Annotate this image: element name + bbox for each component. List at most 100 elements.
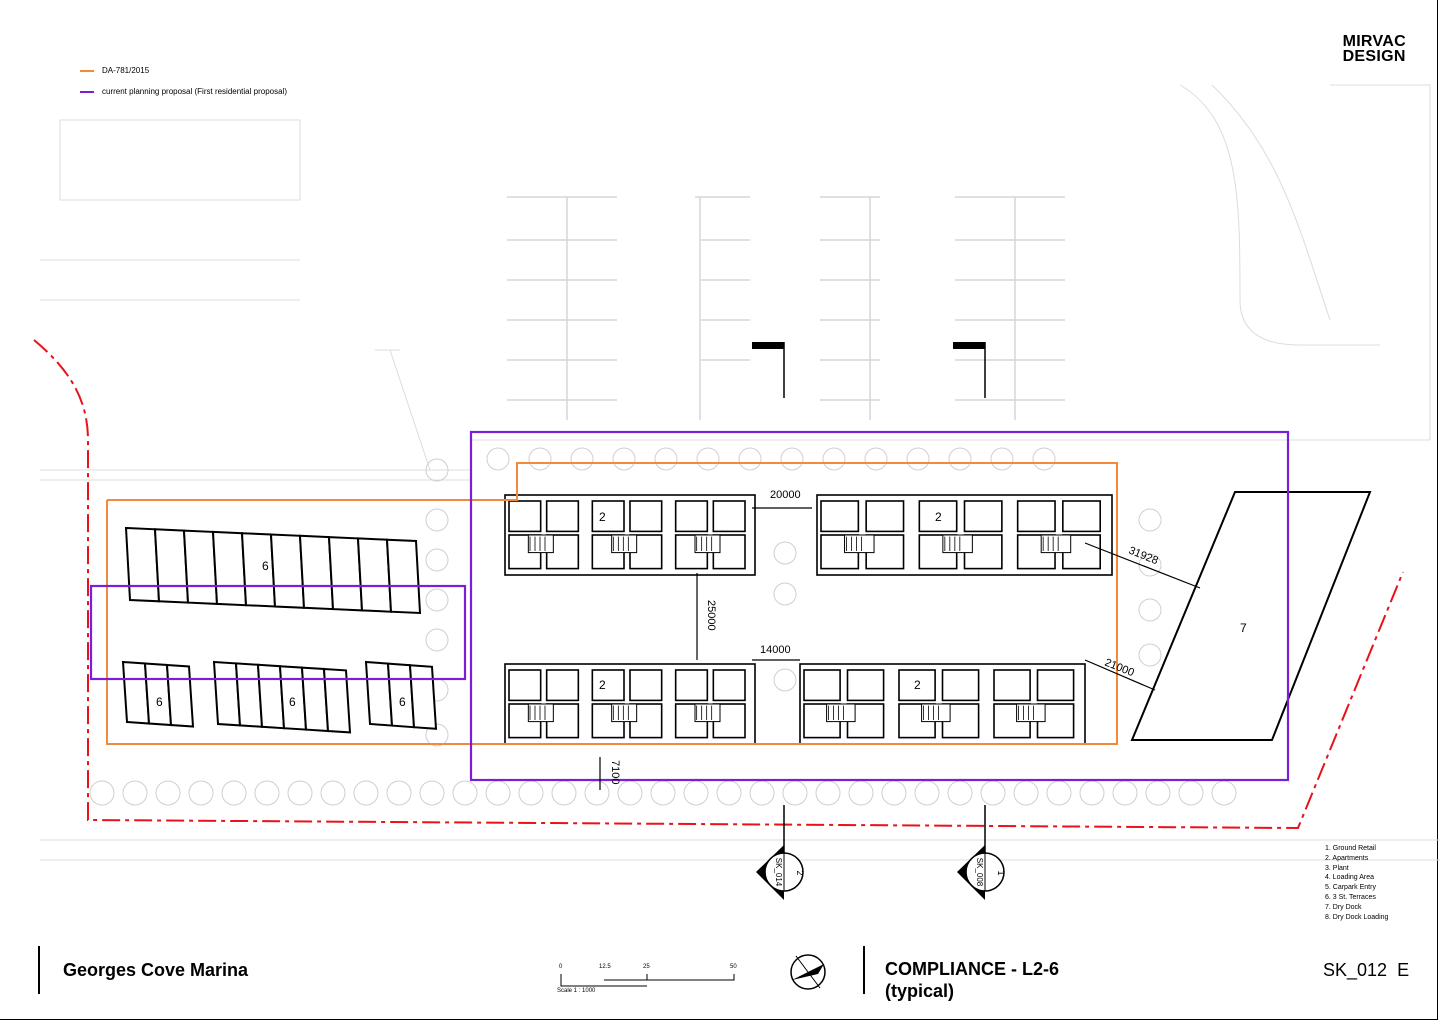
apartment-unit — [1016, 500, 1056, 533]
apartment-unit — [941, 669, 980, 702]
stair-core — [694, 534, 721, 554]
street-tree — [782, 780, 808, 806]
terrace-unit — [322, 667, 352, 734]
street-tree — [584, 780, 610, 806]
terrace-labels: 6 6 6 6 — [156, 559, 406, 709]
street-tree — [738, 447, 762, 471]
terrace-unit — [385, 538, 422, 615]
terrace-unit — [165, 663, 195, 728]
title-divider — [863, 946, 865, 994]
dry-dock-label: 7 — [1240, 621, 1247, 635]
street-tree — [822, 447, 846, 471]
apartment-unit — [545, 669, 580, 702]
street-tree — [485, 780, 511, 806]
street-tree — [1178, 780, 1204, 806]
stair-core — [942, 534, 973, 554]
legend-label: current planning proposal (First residen… — [102, 87, 287, 96]
street-tree — [650, 780, 676, 806]
apartment-labels: 2 2 2 2 — [599, 510, 942, 692]
apartment-unit — [508, 500, 542, 533]
terrace-unit — [211, 530, 248, 607]
section-marker-number: 1 — [996, 870, 1006, 875]
section-marker-sheet: SK_014 — [774, 858, 783, 887]
apartment-unit — [629, 500, 663, 533]
street-tree — [452, 780, 478, 806]
apartment-block-ne — [816, 494, 1113, 576]
apartment-unit — [865, 500, 905, 533]
stair-core — [527, 703, 554, 723]
sheet-title: COMPLIANCE - L2-6 (typical) — [885, 958, 1059, 1002]
street-tree — [425, 588, 449, 612]
street-tree — [570, 447, 594, 471]
apartment-unit — [591, 669, 625, 702]
apartment-label: 2 — [935, 510, 942, 524]
stair-core — [1040, 534, 1072, 554]
street-tree — [948, 447, 972, 471]
street-tree — [1145, 780, 1171, 806]
street-tree — [617, 780, 643, 806]
street-tree — [773, 582, 797, 606]
stair-core — [611, 703, 638, 723]
street-tree — [155, 780, 181, 806]
sheet-id: SK_012 — [1323, 960, 1388, 980]
site-boundary — [33, 339, 1404, 830]
dim-25000: 25000 — [705, 600, 717, 631]
key-item: 7. Dry Dock — [1325, 903, 1362, 911]
north-arrow-icon — [790, 954, 826, 990]
street-tree — [881, 780, 907, 806]
street-tree — [1211, 780, 1237, 806]
terrace-unit — [408, 664, 438, 730]
street-tree — [906, 447, 930, 471]
apartment-unit — [1036, 669, 1075, 702]
street-tree — [947, 780, 973, 806]
street-tree — [419, 780, 445, 806]
street-tree — [486, 447, 510, 471]
street-tree — [386, 780, 412, 806]
scale-tick: 50 — [730, 964, 737, 970]
apartment-unit — [1062, 500, 1102, 533]
dim-21000: 21000 — [1103, 657, 1136, 680]
apartment-label: 2 — [599, 510, 606, 524]
street-tree — [353, 780, 379, 806]
section-marker-sk014: 2 SK_014 — [756, 845, 805, 900]
apartment-label: 2 — [914, 678, 921, 692]
section-marker-sheet: SK_008 — [975, 858, 984, 887]
scale-label: Scale 1 : 1000 — [557, 988, 596, 994]
apartment-unit — [629, 669, 663, 702]
street-tree — [518, 780, 544, 806]
street-tree — [716, 780, 742, 806]
terrace-unit — [182, 529, 219, 605]
street-tree — [1079, 780, 1105, 806]
apartment-unit — [674, 500, 709, 533]
apartment-unit — [712, 669, 746, 702]
sheet-title-line: (typical) — [885, 981, 955, 1001]
street-tree — [1013, 780, 1039, 806]
stair-core — [921, 703, 951, 723]
street-tree — [221, 780, 247, 806]
stair-core — [1016, 703, 1046, 723]
dim-7100: 7100 — [609, 760, 621, 784]
terrace-unit — [153, 528, 190, 604]
legend-item-da: DA-781/2015 — [80, 66, 149, 75]
apartment-blocks — [504, 494, 1113, 745]
section-cut-marks — [752, 342, 986, 855]
apartment-unit — [963, 500, 1003, 533]
scale-bar — [560, 974, 735, 987]
terrace-unit — [124, 526, 161, 603]
apartment-unit — [918, 500, 958, 533]
legend-swatch — [80, 69, 94, 72]
sheet-title-line: COMPLIANCE - L2-6 — [885, 959, 1060, 979]
legend-item-proposal: current planning proposal (First residen… — [80, 87, 287, 96]
street-tree — [1138, 643, 1162, 667]
street-tree — [89, 780, 115, 806]
street-tree — [425, 508, 449, 532]
sheet-number: SK_012 E — [1323, 960, 1409, 981]
street-tree — [1138, 508, 1162, 532]
planning-proposal-envelope — [89, 430, 1290, 782]
stair-core — [527, 534, 554, 554]
apartment-block-sw — [504, 663, 756, 745]
street-tree — [612, 447, 636, 471]
apartment-unit — [674, 669, 709, 702]
street-tree — [990, 447, 1014, 471]
street-tree — [780, 447, 804, 471]
